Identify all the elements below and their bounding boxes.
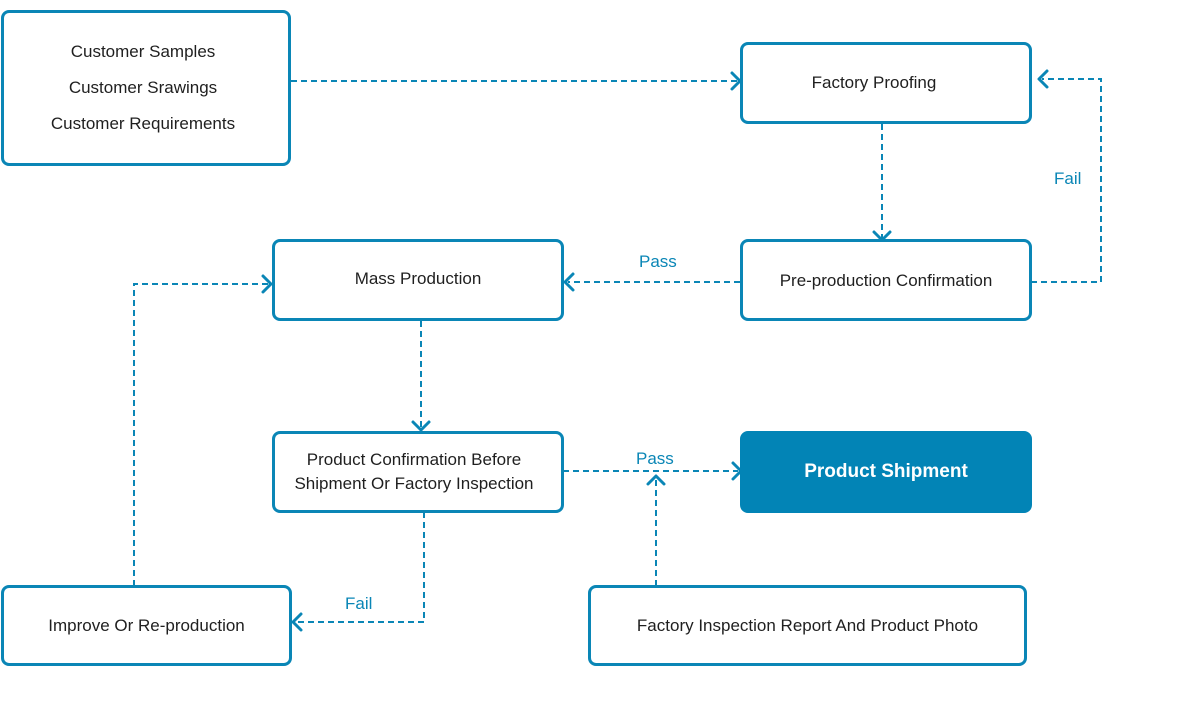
product-confirmation-box: Product Confirmation Before Shipment Or … — [272, 431, 564, 513]
preproduction-confirmation-box: Pre-production Confirmation — [740, 239, 1032, 321]
edge-label-fail: Fail — [345, 594, 373, 613]
factory-proofing-box: Factory Proofing — [740, 42, 1032, 124]
preproduction-confirmation-label: Pre-production Confirmation — [779, 271, 993, 290]
customer-inputs-line: Customer Srawings — [68, 78, 218, 97]
edge-confirmation-fail-to-improve — [296, 512, 425, 623]
edge-label-fail: Fail — [1054, 169, 1082, 188]
mass-production-label: Mass Production — [354, 269, 482, 288]
product-shipment-label: Product Shipment — [804, 461, 968, 482]
product-shipment-box: Product Shipment — [740, 431, 1032, 513]
edge-label-pass: Pass — [636, 449, 674, 468]
mass-production-box: Mass Production — [272, 239, 564, 321]
inspection-report-box: Factory Inspection Report And Product Ph… — [588, 585, 1027, 666]
factory-proofing-label: Factory Proofing — [811, 73, 937, 92]
customer-inputs-line: Customer Requirements — [50, 114, 236, 133]
arrowhead-right-icon — [261, 274, 273, 294]
edge-label-pass: Pass — [639, 252, 677, 271]
arrowhead-down-icon — [411, 420, 431, 432]
improve-reproduction-box: Improve Or Re-production — [1, 585, 292, 666]
customer-inputs-line: Customer Samples — [70, 42, 216, 61]
inspection-report-label: Factory Inspection Report And Product Ph… — [636, 615, 979, 635]
arrowhead-left-icon — [291, 612, 303, 632]
improve-reproduction-label: Improve Or Re-production — [48, 615, 245, 635]
product-confirmation-line: Shipment Or Factory Inspection — [294, 474, 534, 493]
customer-inputs-box: Customer Samples Customer Srawings Custo… — [1, 10, 291, 166]
edge-improve-to-mass — [133, 283, 268, 586]
product-confirmation-line: Product Confirmation Before — [306, 450, 522, 469]
arrowhead-up-icon — [646, 474, 666, 486]
arrowhead-left-icon — [563, 272, 575, 292]
edge-preproduction-fail-loop — [1031, 78, 1102, 283]
arrowhead-left-icon — [1037, 69, 1049, 89]
